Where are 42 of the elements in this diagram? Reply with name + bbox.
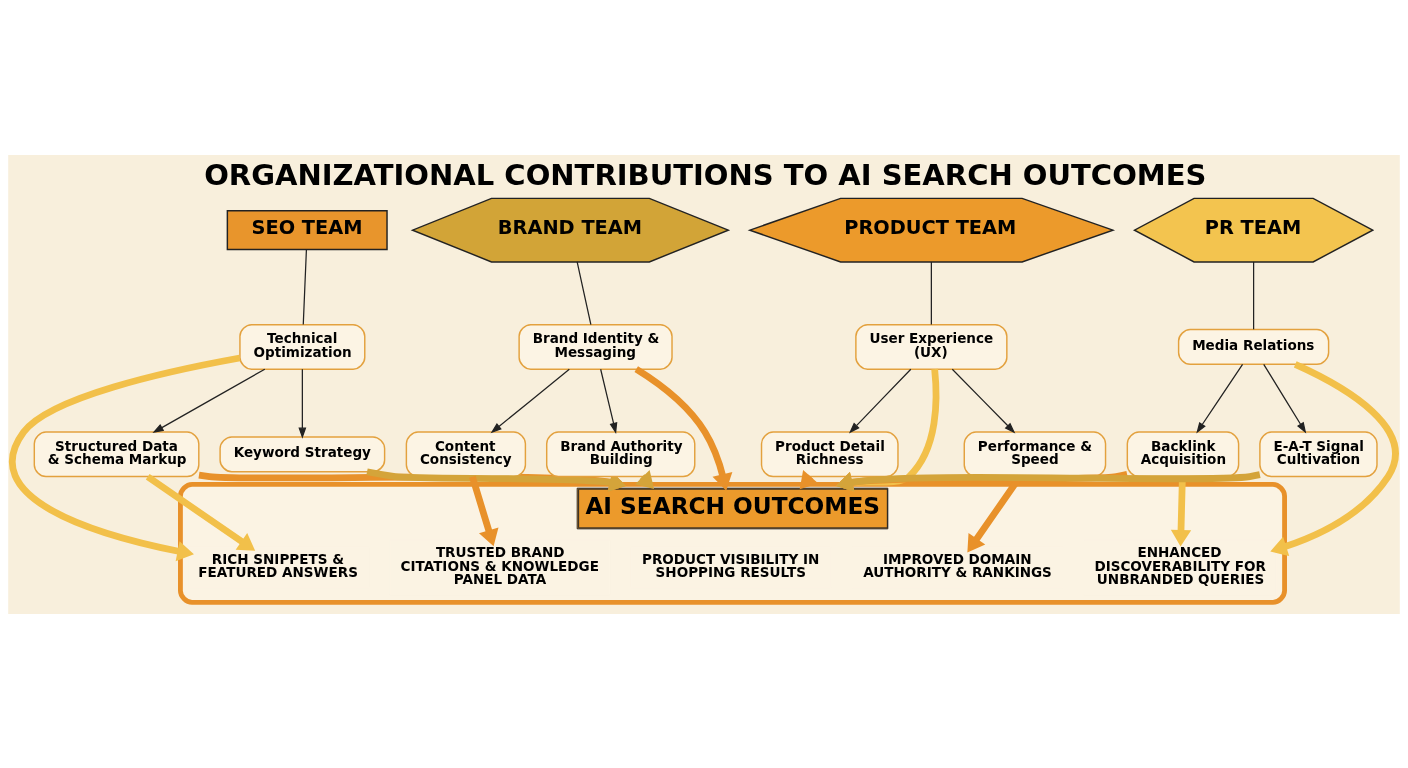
- connector: [1252, 260, 1255, 330]
- node-box: Keyword Strategy: [219, 435, 386, 472]
- arrow: [490, 368, 570, 433]
- node-box: User Experience (UX): [855, 323, 1008, 370]
- arrow: [799, 469, 819, 489]
- arrow: [1196, 363, 1244, 433]
- arrow: [366, 467, 627, 492]
- node-box: SEO TEAM: [226, 209, 388, 250]
- arrow: [951, 368, 1016, 433]
- node-text: PRODUCT VISIBILITY IN SHOPPING RESULTS: [642, 550, 820, 580]
- node-box: Brand Authority Building: [545, 430, 696, 477]
- node-box: Structured Data & Schema Markup: [33, 430, 200, 477]
- node-box: Product Detail Richness: [760, 430, 899, 477]
- arrow: [298, 368, 307, 439]
- arrow: [836, 470, 1128, 492]
- arrow: [145, 473, 256, 551]
- node-box: Performance & Speed: [963, 430, 1107, 477]
- node-box: Backlink Acquisition: [1126, 430, 1240, 477]
- node-text: IMPROVED DOMAIN AUTHORITY & RANKINGS: [863, 550, 1052, 580]
- arrow: [1263, 363, 1307, 433]
- arrow: [8, 354, 241, 561]
- arrow: [600, 368, 618, 434]
- node-box: Media Relations: [1177, 328, 1330, 365]
- arrow: [634, 365, 733, 491]
- connector: [576, 260, 592, 325]
- connector: [302, 248, 308, 325]
- diagram-title: ORGANIZATIONAL CONTRIBUTIONS TO AI SEARCH OUTCOMES: [204, 157, 1207, 192]
- node-text: ENHANCED DISCOVERABILITY FOR UNBRANDED QUERIES: [1094, 543, 1267, 587]
- node-box: Technical Optimization: [239, 323, 366, 370]
- node-box: Content Consistency: [405, 430, 527, 477]
- arrow: [836, 470, 1261, 492]
- arrow: [469, 475, 499, 546]
- arrow: [152, 368, 266, 433]
- node-text: RICH SNIPPETS & FEATURED ANSWERS: [198, 550, 358, 580]
- arrow: [1270, 360, 1399, 556]
- arrow: [635, 469, 655, 489]
- connector: [930, 260, 932, 325]
- arrow: [836, 368, 940, 492]
- node-box: E-A-T Signal Cultivation: [1259, 430, 1378, 477]
- node-box: Brand Identity & Messaging: [518, 323, 673, 370]
- arrow: [848, 368, 912, 433]
- node-text: TRUSTED BRAND CITATIONS & KNOWLEDGE PANEL DATA: [400, 543, 599, 587]
